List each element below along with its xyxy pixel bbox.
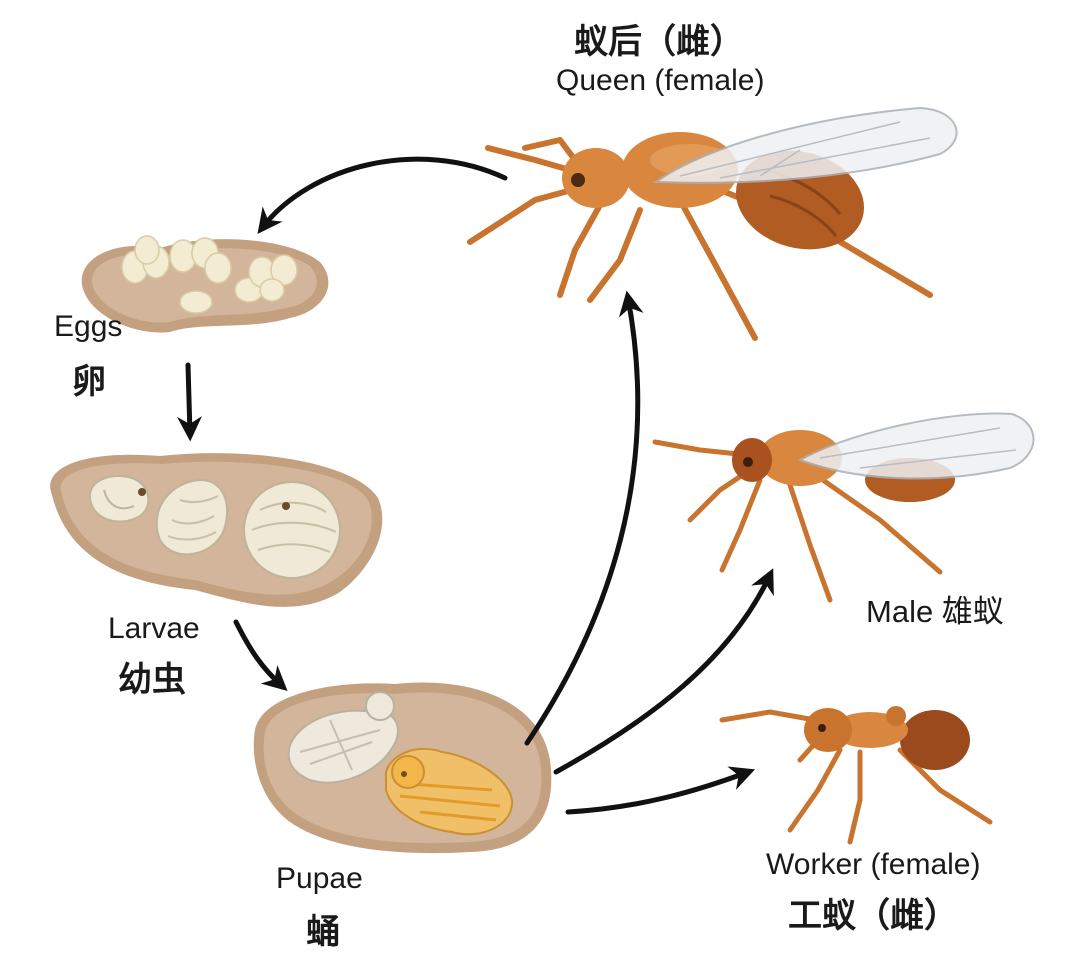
winged-male-ant-icon xyxy=(652,412,1035,603)
larvae-label-zh: 幼虫 xyxy=(118,660,186,700)
pupae-label-zh: 蛹 xyxy=(306,912,340,952)
male-label: Male 雄蚁 xyxy=(866,594,1004,629)
pupae-label-en: Pupae xyxy=(276,862,363,895)
eggs-label-zh: 卵 xyxy=(72,362,106,402)
eggs-label-en: Eggs xyxy=(54,310,123,343)
winged-queen-ant-icon xyxy=(467,106,958,341)
pupae-to-queen-arrow xyxy=(524,290,644,746)
larvae-to-pupae-arrow xyxy=(233,619,288,692)
worker-label-en: Worker (female) xyxy=(766,848,981,881)
pupae-to-male-arrow xyxy=(553,568,774,775)
queen-to-eggs-arrow xyxy=(257,156,508,234)
larva-cluster-icon xyxy=(50,453,383,607)
worker-ant-icon xyxy=(719,706,993,845)
queen-label-zh: 蚁后（雌） xyxy=(574,22,744,62)
cycle-arrows xyxy=(176,156,774,815)
pupa-cluster-icon xyxy=(253,682,552,854)
egg-cluster-icon xyxy=(81,235,329,333)
queen-label-en: Queen (female) xyxy=(556,64,765,97)
larvae-label-en: Larvae xyxy=(108,612,200,645)
eggs-to-larvae-arrow xyxy=(176,362,202,442)
worker-label-zh: 工蚁（雌） xyxy=(788,896,958,936)
pupae-to-worker-arrow xyxy=(565,766,756,815)
